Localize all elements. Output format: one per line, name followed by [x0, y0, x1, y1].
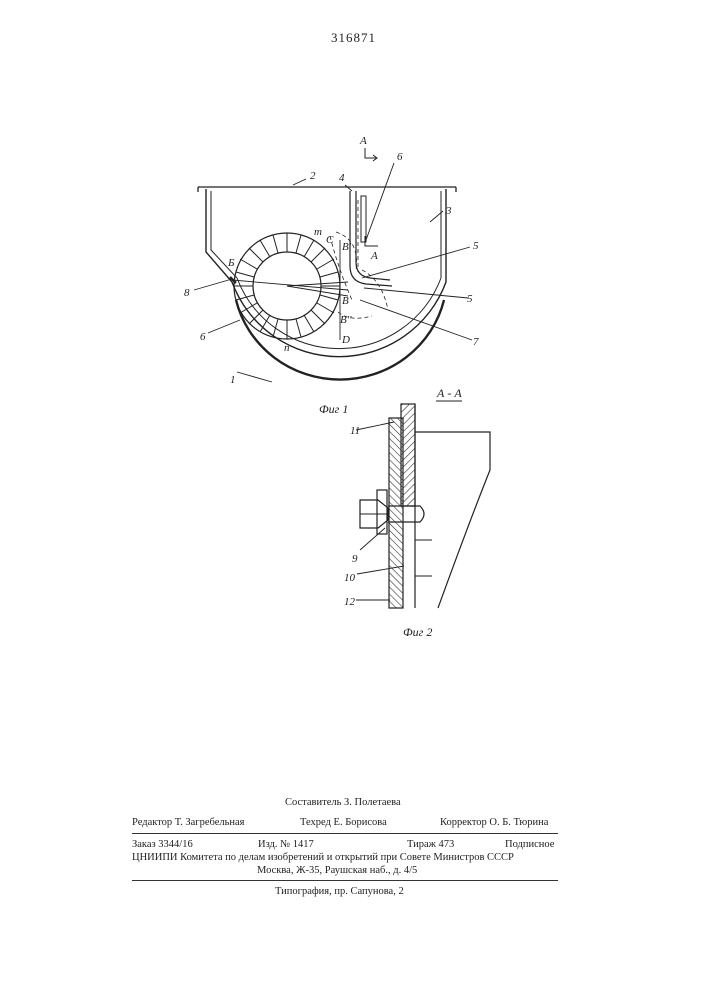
imprint-subscription: Подписное: [505, 838, 554, 851]
imprint-printing-house: Типография, пр. Сапунова, 2: [275, 885, 404, 898]
label-n: n: [284, 342, 290, 354]
label-8: 8: [184, 287, 190, 299]
label-a-small: А: [370, 250, 378, 262]
section-title-a-a: А - А: [436, 386, 462, 400]
imprint-institute: ЦНИИПИ Комитета по делам изобретений и о…: [132, 851, 514, 864]
imprint-order: Заказ 3344/16: [132, 838, 193, 851]
imprint-editor: Редактор Т. Загребельная: [132, 816, 245, 829]
label-10: 10: [344, 572, 356, 584]
label-m: m: [314, 226, 322, 238]
label-11: 11: [350, 425, 360, 437]
label-b-double: B'': [340, 314, 352, 326]
label-1: 1: [230, 374, 236, 386]
label-2: 2: [310, 170, 316, 182]
label-section-a: А: [359, 135, 367, 147]
label-c: C: [326, 234, 334, 246]
imprint-corrector: Корректор О. Б. Тюрина: [440, 816, 548, 829]
imprint-rule-bottom: [132, 880, 558, 881]
figure-1: [194, 148, 472, 382]
imprint-circulation: Тираж 473: [407, 838, 454, 851]
label-4: 4: [339, 172, 345, 184]
label-5-top: 5: [473, 240, 479, 252]
label-6: 6: [200, 331, 206, 343]
imprint-edition: Изд. № 1417: [258, 838, 314, 851]
label-5: 5: [467, 293, 473, 305]
figure-2: [356, 401, 490, 608]
label-7: 7: [473, 336, 479, 348]
figure-2-caption: Фиг 2: [403, 625, 432, 639]
label-b-prime: B': [342, 241, 352, 253]
imprint-rule-top: [132, 833, 558, 834]
label-3: 3: [445, 205, 452, 217]
wall-outline: [415, 432, 490, 608]
label-b: B: [342, 295, 349, 307]
figure-1-caption: Фиг 1: [319, 402, 348, 416]
imprint-address: Москва, Ж-35, Раушская наб., д. 4/5: [257, 864, 417, 877]
bar-12: [389, 418, 403, 608]
label-d: D: [341, 334, 350, 346]
label-9: 9: [352, 553, 358, 565]
figure-1-labels: А 2 4 6 3 m C B' А 5 Б 8 B 5 B'' 7 6 D n…: [184, 135, 479, 416]
imprint-techred: Техред Е. Борисова: [300, 816, 387, 829]
vessel-outer-wall: [206, 189, 446, 357]
imprint-compiler: Составитель З. Полетаева: [285, 796, 401, 809]
label-6-top: 6: [397, 151, 403, 163]
label-12: 12: [344, 596, 356, 608]
label-b-cyr: Б: [227, 257, 235, 269]
